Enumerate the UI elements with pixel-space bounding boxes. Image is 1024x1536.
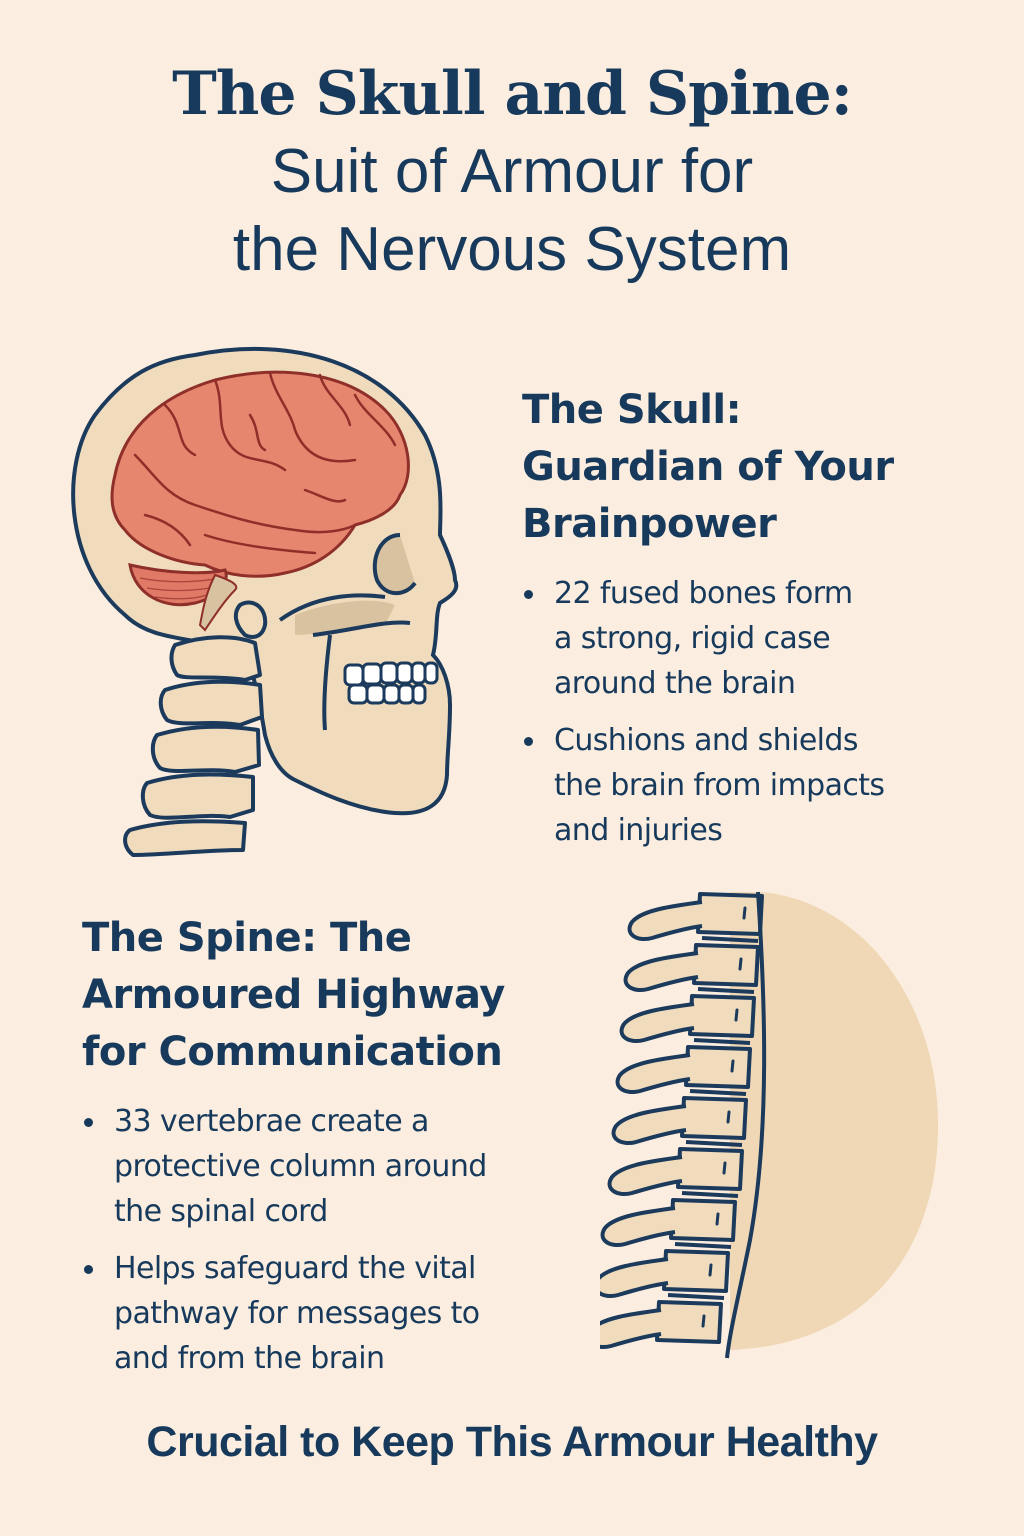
vertebra-body [692, 943, 760, 987]
brain-stem [198, 573, 238, 632]
thoracic-vertebrae [600, 892, 764, 1349]
eye-socket [372, 533, 417, 596]
bullet-line: 22 fused bones form [554, 576, 853, 611]
vertebra-mark [715, 1212, 720, 1226]
bullet-dot-icon [84, 1265, 93, 1274]
vertebra-mark [742, 906, 747, 920]
skull-heading-line-3: Brainpower [522, 501, 777, 547]
vertebra-mark [708, 1263, 713, 1277]
vertebra-body [669, 1198, 737, 1242]
vertebra-mark [726, 1110, 731, 1124]
bullet-dot-icon [524, 737, 533, 746]
vertebra-body [688, 994, 756, 1038]
vertebra-process [627, 900, 703, 941]
bullet-line: Cushions and shields [554, 723, 859, 758]
skull-heading-line-2: Guardian of Your [522, 444, 894, 490]
brain-folds [133, 371, 397, 555]
page-subtitle-line-1: Suit of Armour for [270, 137, 754, 206]
skull-bullet-item: Cushions and shields the brain from impa… [522, 718, 992, 853]
vertebra-mark [730, 1059, 735, 1073]
page-subtitle-line-2: the Nervous System [232, 215, 792, 284]
vertebra-mark [701, 1314, 706, 1328]
vertebra-body [696, 892, 764, 936]
spinal-canal-line [725, 891, 767, 1359]
vertebra-body [655, 1300, 723, 1344]
intervertebral-disc [689, 1089, 747, 1096]
title-block: The Skull and Spine: Suit of Armour for … [0, 55, 1024, 289]
teeth [343, 661, 439, 705]
skull-bullet-list: 22 fused bones form a strong, rigid case… [522, 571, 992, 853]
spine-heading-line-2: Armoured Highway [82, 972, 505, 1018]
vertebra-process [619, 1002, 695, 1043]
vertebra-process [611, 1104, 687, 1145]
spine-backdrop [730, 892, 939, 1350]
intervertebral-disc [693, 1038, 751, 1045]
bullet-line: the brain from impacts [554, 768, 885, 803]
skull-section: The Skull: Guardian of Your Brainpower 2… [522, 382, 992, 853]
vertebra-process [600, 1257, 669, 1298]
vertebra-mark [738, 957, 743, 971]
spine-section: The Spine: The Armoured Highway for Comm… [82, 910, 602, 1381]
vertebra-mark [734, 1008, 739, 1022]
vertebra-process [600, 1308, 662, 1349]
skull-with-brain-illustration-icon [71, 347, 459, 857]
page-title: The Skull and Spine: [172, 59, 853, 129]
bullet-line: and from the brain [114, 1341, 385, 1376]
vertebra-process [615, 1053, 691, 1094]
bullet-line: and injuries [554, 813, 723, 848]
vertebra-body [676, 1147, 744, 1191]
spine-bullet-list: 33 vertebrae create a protective column … [82, 1099, 602, 1381]
footer-tagline: Crucial to Keep This Armour Healthy [146, 1418, 878, 1466]
bullet-line: pathway for messages to [114, 1296, 480, 1331]
intervertebral-disc [667, 1293, 725, 1300]
cheek-shading [295, 600, 395, 635]
intervertebral-disc [697, 987, 755, 994]
bullet-line: around the brain [554, 666, 796, 701]
spine-heading-line-1: The Spine: The [82, 915, 412, 961]
spine-illustration-icon [600, 891, 939, 1359]
cervical-vertebrae [123, 600, 268, 857]
bullet-dot-icon [84, 1118, 93, 1127]
intervertebral-disc [701, 936, 759, 943]
bullet-dot-icon [524, 590, 533, 599]
vertebra-process [600, 1206, 676, 1247]
vertebra-body [662, 1249, 730, 1293]
intervertebral-disc [685, 1140, 743, 1147]
vertebra-body [680, 1096, 748, 1140]
bullet-line: a strong, rigid case [554, 621, 831, 656]
bullet-line: Helps safeguard the vital [114, 1251, 476, 1286]
brain [110, 370, 410, 578]
vertebra-body [684, 1045, 752, 1089]
bullet-line: protective column around [114, 1149, 487, 1184]
vertebra-process [607, 1155, 683, 1196]
spine-heading-line-3: for Communication [82, 1029, 503, 1075]
spine-bullet-item: 33 vertebrae create a protective column … [82, 1099, 602, 1234]
bullet-line: the spinal cord [114, 1194, 328, 1229]
vertebra-process [623, 951, 699, 992]
intervertebral-disc [681, 1191, 739, 1198]
spine-bullet-item: Helps safeguard the vital pathway for me… [82, 1246, 602, 1381]
skull-heading-line-1: The Skull: [522, 387, 742, 433]
bullet-line: 33 vertebrae create a [114, 1104, 429, 1139]
vertebra-mark [722, 1161, 727, 1175]
intervertebral-disc [674, 1242, 732, 1249]
skull-bullet-item: 22 fused bones form a strong, rigid case… [522, 571, 992, 706]
